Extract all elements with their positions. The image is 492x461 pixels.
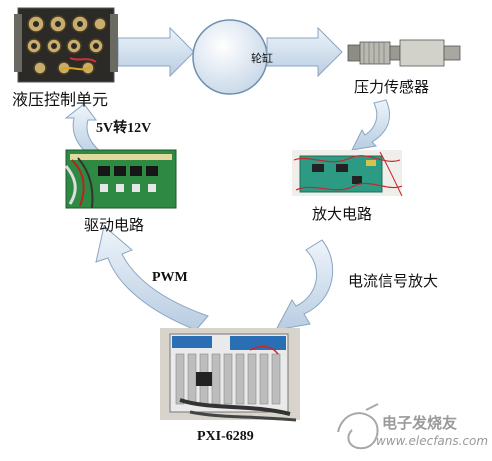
current-amplification-label: 电流信号放大 [348,272,439,290]
pressure-sensor-label: 压力传感器 [354,78,430,96]
amplifier-circuit-image [292,150,403,197]
pwm-label: PWM [152,270,188,285]
arrow-wheel-to-sensor [266,26,343,78]
arrow-amplifier-to-pxi [275,239,334,331]
arrow-hydraulic-to-wheel [117,26,195,78]
voltage-conversion-label: 5V转12V [96,121,152,136]
pxi-label: PXI-6289 [197,429,254,444]
amplifier-circuit-label: 放大电路 [312,205,373,223]
wheel-cylinder-label: 轮缸 [251,52,273,65]
watermark-logo [337,403,379,450]
pressure-sensor-image [347,39,461,67]
arrow-pxi-to-drive [95,225,209,331]
arrow-sensor-to-amplifier [351,99,390,151]
drive-circuit-label: 驱动电路 [84,216,145,234]
arrow-drive-to-hydraulic [64,103,108,161]
drive-circuit-image [64,149,177,209]
hydraulic-unit-image [14,7,118,83]
hydraulic-unit-label: 液压控制单元 [12,90,109,109]
watermark-url-text: www.elecfans.com [376,434,489,448]
watermark-cn-text: 电子发烧友 [382,414,458,432]
pxi-chassis-image [160,328,300,422]
